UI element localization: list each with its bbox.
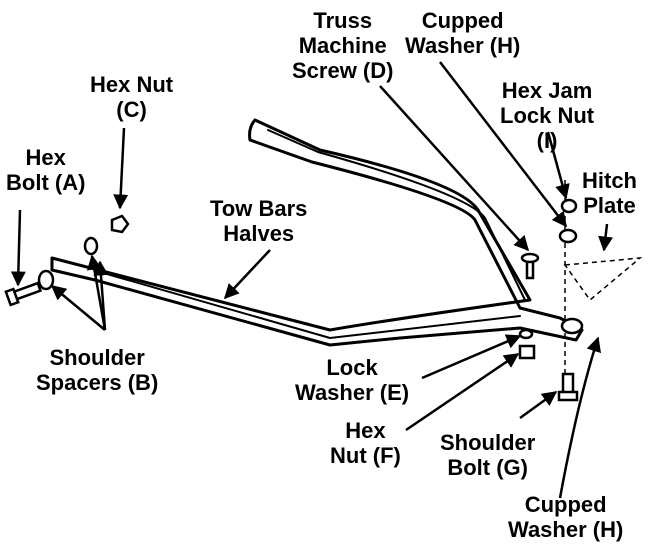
label-shoulder-spacers: Shoulder Spacers (B) <box>36 345 159 395</box>
shoulder-spacer-2 <box>83 236 99 256</box>
cupped-washer-h-bottom <box>560 317 584 335</box>
leader-tow-bars <box>223 249 271 300</box>
label-tow-bars: Tow Bars Halves <box>210 196 308 246</box>
leader-shoulder-bolt <box>519 390 558 420</box>
label-cupped-washer-bottom: Cupped Washer (H) <box>508 492 624 542</box>
hex-jam-lock-nut-i <box>560 198 578 214</box>
lock-washer-e <box>518 328 534 340</box>
label-cupped-washer-top: Cupped Washer (H) <box>405 8 521 58</box>
tow-bar-outline <box>50 118 584 347</box>
hex-bolt-a <box>4 281 43 307</box>
leader-spacer-3 <box>93 260 109 331</box>
leader-cupped-top <box>439 61 567 228</box>
leader-hex-nut <box>113 127 129 210</box>
hex-nut-f <box>518 344 536 360</box>
leader-lock-washer <box>421 334 522 380</box>
label-lock-washer: Lock Washer (E) <box>295 355 410 405</box>
label-hex-jam-lock-nut: Hex Jam Lock Nut (I) <box>500 78 595 153</box>
leader-hex-jam <box>546 131 570 200</box>
cupped-washer-h-top <box>558 228 578 244</box>
leader-spacer-1 <box>50 285 106 331</box>
label-shoulder-bolt: Shoulder Bolt (G) <box>440 430 536 480</box>
leader-hex-nut-f <box>405 352 520 432</box>
shoulder-spacer-1 <box>37 269 55 291</box>
label-hex-nut-f: Hex Nut (F) <box>330 418 401 468</box>
leader-hitch-plate <box>598 223 613 252</box>
hitch-plate-outline <box>563 257 643 302</box>
leader-truss-screw <box>379 85 530 252</box>
label-truss-screw: Truss Machine Screw (D) <box>292 8 394 83</box>
leader-hex-bolt <box>10 209 26 287</box>
label-hitch-plate: Hitch Plate <box>582 168 637 218</box>
tow-bar-upper-inner <box>267 129 526 301</box>
hex-nut-c <box>110 214 130 234</box>
label-hex-nut-c: Hex Nut (C) <box>90 72 174 122</box>
shoulder-bolt-g <box>557 372 579 402</box>
label-hex-bolt: Hex Bolt (A) <box>6 145 86 195</box>
leader-cupped-bottom <box>558 336 601 499</box>
truss-screw-d <box>520 252 540 280</box>
tow-bar-inner-line <box>99 271 521 339</box>
